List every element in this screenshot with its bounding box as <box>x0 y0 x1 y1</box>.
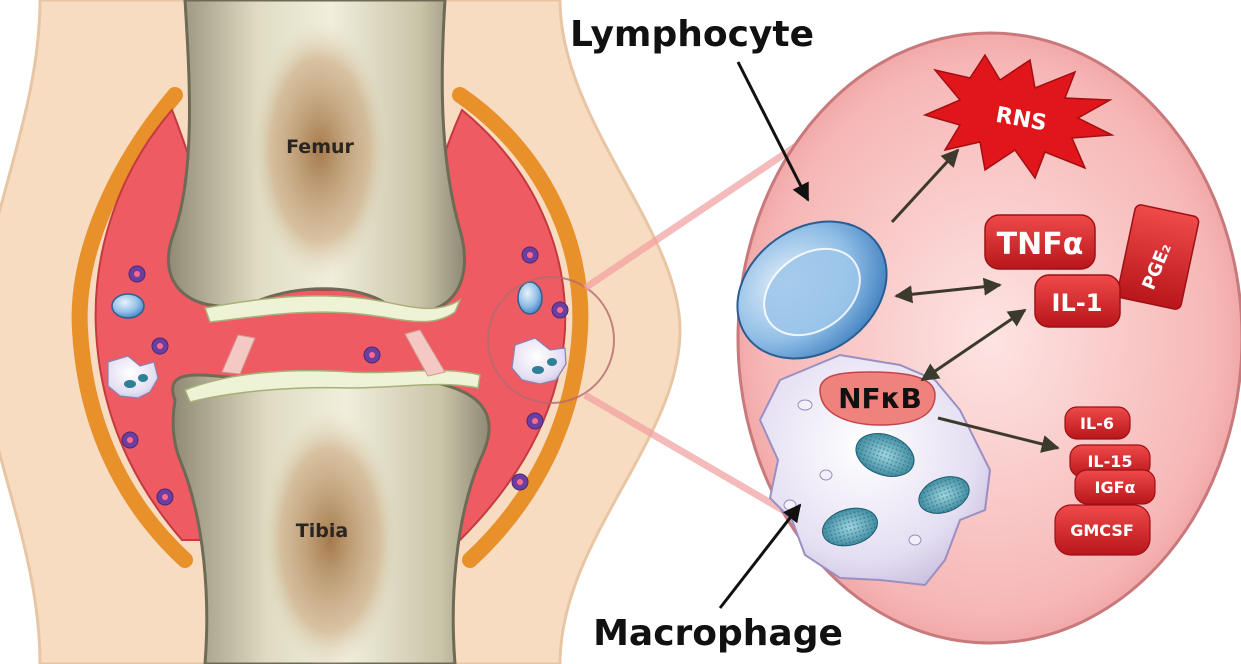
macrophage-label: Macrophage <box>593 613 843 654</box>
igf-label: IGFα <box>1094 478 1135 497</box>
zoom-detail: NFκB RNS TNFα PGE₂ IL-1 IL-6 IL-15 IGFα … <box>711 33 1241 643</box>
tibia-label: Tibia <box>296 520 348 542</box>
lymphocyte-label: Lymphocyte <box>570 14 814 55</box>
knee-joint: Femur Tibia <box>0 0 680 664</box>
nfkb-label: NFκB <box>838 382 922 415</box>
il1-label: IL-1 <box>1052 289 1103 317</box>
femur-label: Femur <box>286 136 354 158</box>
small-lymphocyte-right <box>518 282 542 314</box>
small-lymphocyte-left <box>112 294 144 318</box>
il6-label: IL-6 <box>1080 414 1114 433</box>
tnf-label: TNFα <box>997 227 1084 262</box>
macrophage-pointer <box>720 505 800 608</box>
il15-label: IL-15 <box>1087 452 1132 471</box>
gmcsf-label: GMCSF <box>1070 521 1134 540</box>
